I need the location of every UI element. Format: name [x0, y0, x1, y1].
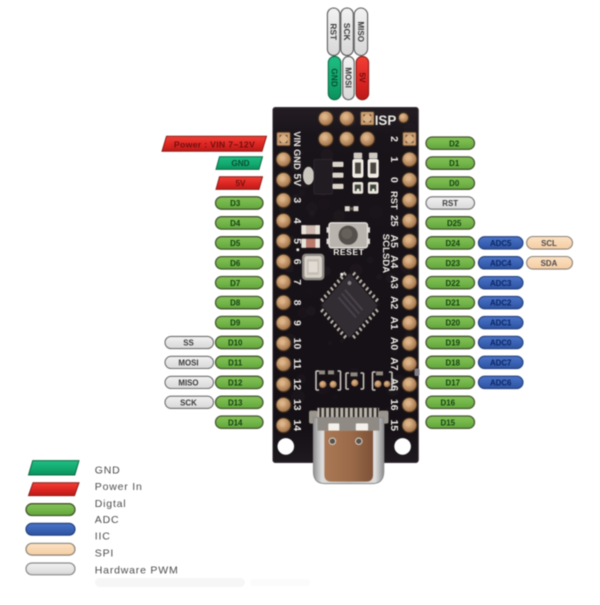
svg-text:D9: D9 — [230, 319, 241, 328]
svg-text:D13: D13 — [228, 398, 243, 407]
svg-text:D18: D18 — [446, 359, 461, 368]
svg-text:D7: D7 — [230, 279, 241, 288]
svg-text:8: 8 — [291, 300, 302, 306]
svg-text:SCK: SCK — [180, 398, 197, 407]
svg-text:IIC: IIC — [95, 531, 111, 543]
svg-text:GND: GND — [330, 68, 340, 87]
svg-text:ADC0: ADC0 — [490, 339, 512, 348]
svg-text:RST: RST — [442, 199, 458, 208]
svg-text:6: 6 — [291, 259, 302, 265]
svg-text:16: 16 — [388, 399, 399, 411]
svg-text:RST: RST — [389, 191, 399, 210]
svg-text:15: 15 — [388, 420, 399, 432]
svg-text:D17: D17 — [446, 379, 461, 388]
svg-text:GND: GND — [231, 159, 249, 168]
svg-text:Power In: Power In — [95, 481, 143, 493]
svg-text:25: 25 — [388, 215, 399, 227]
svg-text:SCLSDA: SCLSDA — [380, 234, 391, 274]
svg-text:ISP: ISP — [375, 113, 397, 128]
svg-text:ADC7: ADC7 — [490, 359, 512, 368]
svg-text:ADC2: ADC2 — [490, 299, 512, 308]
svg-text:0: 0 — [388, 177, 399, 183]
svg-text:SCL: SCL — [541, 239, 557, 248]
svg-text:Digtal: Digtal — [95, 498, 127, 510]
svg-text:Power : VIN 7~12V: Power : VIN 7~12V — [174, 140, 255, 150]
svg-text:5V: 5V — [235, 179, 246, 188]
svg-text:11: 11 — [291, 358, 302, 369]
svg-text:5: 5 — [291, 238, 302, 244]
svg-text:VIN: VIN — [292, 131, 302, 147]
svg-text:ADC5: ADC5 — [490, 239, 512, 248]
svg-text:MOSI: MOSI — [344, 67, 353, 87]
svg-text:1: 1 — [388, 157, 399, 163]
svg-text:Hardware PWM: Hardware PWM — [95, 565, 179, 577]
svg-text:D15: D15 — [441, 418, 456, 427]
svg-text:10: 10 — [291, 338, 302, 350]
svg-text:13: 13 — [291, 399, 302, 411]
svg-text:D16: D16 — [441, 398, 456, 407]
svg-text:MISO: MISO — [356, 21, 365, 41]
svg-text:A4: A4 — [388, 255, 399, 269]
svg-text:D24: D24 — [446, 239, 461, 248]
svg-text:D23: D23 — [446, 259, 461, 268]
svg-text:MISO: MISO — [178, 379, 198, 388]
svg-text:D2: D2 — [449, 139, 460, 148]
svg-text:D12: D12 — [228, 379, 243, 388]
svg-text:GND: GND — [95, 465, 121, 477]
svg-text:A0: A0 — [388, 337, 399, 351]
svg-text:ADC3: ADC3 — [490, 279, 512, 288]
svg-text:14: 14 — [291, 420, 302, 432]
svg-text:A5: A5 — [388, 235, 399, 249]
svg-text:D8: D8 — [230, 299, 241, 308]
svg-text:3: 3 — [291, 197, 302, 203]
svg-text:ADC1: ADC1 — [490, 319, 512, 328]
svg-text:SDA: SDA — [541, 259, 558, 268]
svg-text:D11: D11 — [228, 359, 243, 368]
svg-text:D0: D0 — [449, 179, 460, 188]
svg-text:9: 9 — [291, 320, 302, 326]
svg-text:RST: RST — [329, 23, 339, 41]
svg-text:SS: SS — [183, 339, 194, 348]
svg-text:12: 12 — [291, 379, 302, 391]
svg-text:2: 2 — [388, 136, 399, 142]
svg-text:D6: D6 — [230, 259, 241, 268]
svg-text:D21: D21 — [446, 299, 461, 308]
svg-text:D4: D4 — [230, 219, 241, 228]
svg-text:ADC6: ADC6 — [490, 379, 512, 388]
svg-text:D14: D14 — [228, 418, 243, 427]
svg-text:D3: D3 — [230, 199, 241, 208]
svg-text:D25: D25 — [447, 219, 462, 228]
svg-text:A6: A6 — [388, 378, 399, 392]
svg-text:5V: 5V — [358, 72, 368, 83]
svg-text:5V: 5V — [291, 174, 302, 187]
svg-text:SCK: SCK — [342, 23, 352, 41]
svg-text:A1: A1 — [388, 316, 399, 330]
svg-text:D22: D22 — [446, 279, 461, 288]
svg-text:D1: D1 — [449, 159, 460, 168]
svg-text:ADC: ADC — [95, 514, 120, 526]
svg-text:D5: D5 — [230, 239, 241, 248]
svg-text:ADC4: ADC4 — [490, 259, 512, 268]
svg-text:A7: A7 — [388, 357, 399, 371]
svg-text:MOSI: MOSI — [178, 359, 198, 368]
svg-text:D10: D10 — [228, 339, 243, 348]
svg-text:A2: A2 — [388, 296, 399, 310]
svg-text:7: 7 — [291, 279, 302, 285]
svg-text:RESET: RESET — [333, 247, 364, 257]
svg-text:SPI: SPI — [95, 547, 114, 559]
svg-text:4: 4 — [291, 218, 302, 224]
svg-text:A3: A3 — [388, 275, 399, 289]
svg-text:D20: D20 — [446, 319, 461, 328]
svg-text:D19: D19 — [446, 339, 461, 348]
svg-text:GND: GND — [292, 149, 302, 170]
